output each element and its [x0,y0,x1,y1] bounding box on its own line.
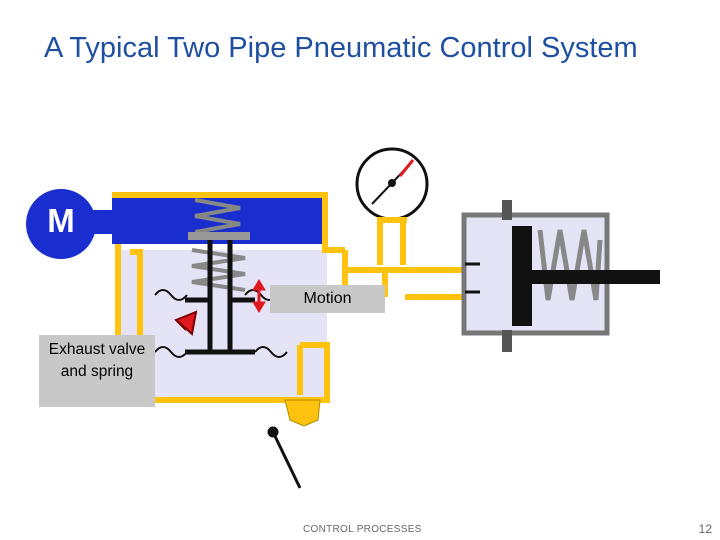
footer-text: CONTROL PROCESSES [303,524,422,535]
slide-title: A Typical Two Pipe Pneumatic Control Sys… [44,32,638,64]
exhaust-spout [284,399,321,427]
motion-label: Motion [270,285,385,313]
linkage [267,426,302,489]
actuator [461,200,660,352]
gauge [355,147,429,223]
lower-spring [191,248,246,292]
motion-arrow [252,279,266,313]
exhaust-label: Exhaust valve and spring [39,335,155,407]
motor-label: M [47,202,75,239]
top-spring [194,198,241,234]
page-number: 12 [698,522,712,536]
exhaust-arrow [174,310,198,336]
motor-circle [26,189,96,259]
